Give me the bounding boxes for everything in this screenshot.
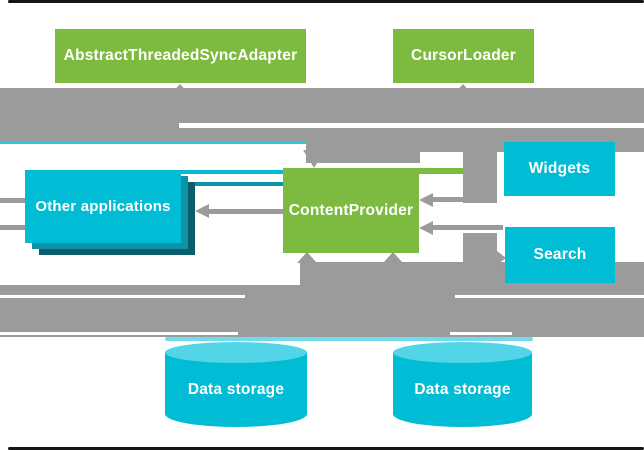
connector-band-top — [0, 88, 644, 123]
connector-band-second-mid — [306, 128, 420, 163]
arrow-line-left-edge-lower — [0, 225, 25, 230]
node-data-storage-left: Data storage — [165, 342, 307, 427]
connector-pipe-storage — [300, 262, 400, 287]
node-label: AbstractThreadedSyncAdapter — [63, 47, 298, 64]
arrowhead-down-into-content-provider-icon — [303, 150, 325, 168]
frame-border-bottom — [8, 447, 644, 450]
arrow-line-search-to-provider — [433, 225, 503, 230]
connector-band-second-left — [0, 128, 306, 141]
cyan-extension-line — [181, 170, 283, 174]
arrow-line-provider-to-other-apps — [207, 209, 283, 214]
arrowhead-right-into-search-icon — [497, 251, 506, 265]
cylinder-body: Data storage — [165, 352, 307, 427]
arrowhead-left-into-provider-lower-icon — [419, 221, 433, 235]
node-label: CursorLoader — [411, 47, 516, 64]
arrowhead-left-into-provider-upper-icon — [419, 193, 433, 207]
node-other-applications: Other applications — [25, 170, 181, 243]
node-label: Other applications — [35, 198, 171, 215]
arrowhead-up-from-storage-right-icon — [383, 252, 403, 263]
node-label: Data storage — [187, 380, 285, 398]
band-seam — [0, 295, 245, 298]
node-content-provider: ContentProvider — [283, 168, 419, 253]
band-seam — [455, 295, 644, 298]
connector-band-top-left-fill — [0, 123, 179, 128]
arrowhead-up-into-cursor-loader-icon — [453, 84, 473, 95]
cylinder-body: Data storage — [393, 352, 532, 427]
connector-bar-widgets — [463, 150, 497, 203]
arrowhead-up-into-sync-adapter-icon — [170, 84, 190, 95]
node-label: ContentProvider — [288, 201, 414, 219]
cyan-rail-line — [0, 141, 306, 144]
band-seam — [450, 332, 512, 335]
connector-band-bottom — [0, 285, 644, 337]
node-search: Search — [505, 227, 615, 283]
green-extension-line — [419, 168, 463, 174]
band-seam — [0, 332, 238, 335]
arrowhead-left-into-other-apps-icon — [195, 204, 209, 218]
connector-bar-search — [463, 233, 497, 262]
cylinder-top-ellipse — [393, 342, 532, 363]
arrow-line-widgets-to-provider — [433, 197, 497, 202]
node-label: Data storage — [414, 380, 511, 398]
cyan-rail-above-cylinders — [165, 337, 533, 341]
arrowhead-up-from-storage-left-icon — [297, 252, 317, 263]
node-abstract-threaded-sync-adapter: AbstractThreadedSyncAdapter — [55, 29, 306, 83]
teal-extension-line — [188, 182, 283, 186]
node-data-storage-right: Data storage — [393, 342, 532, 427]
node-label: Search — [533, 246, 587, 263]
node-label: Widgets — [528, 160, 591, 177]
arrow-line-left-edge-upper — [0, 198, 25, 203]
cylinder-top-ellipse — [165, 342, 307, 363]
node-widgets: Widgets — [504, 142, 615, 196]
node-cursor-loader: CursorLoader — [393, 29, 534, 83]
frame-border-top — [8, 0, 644, 3]
